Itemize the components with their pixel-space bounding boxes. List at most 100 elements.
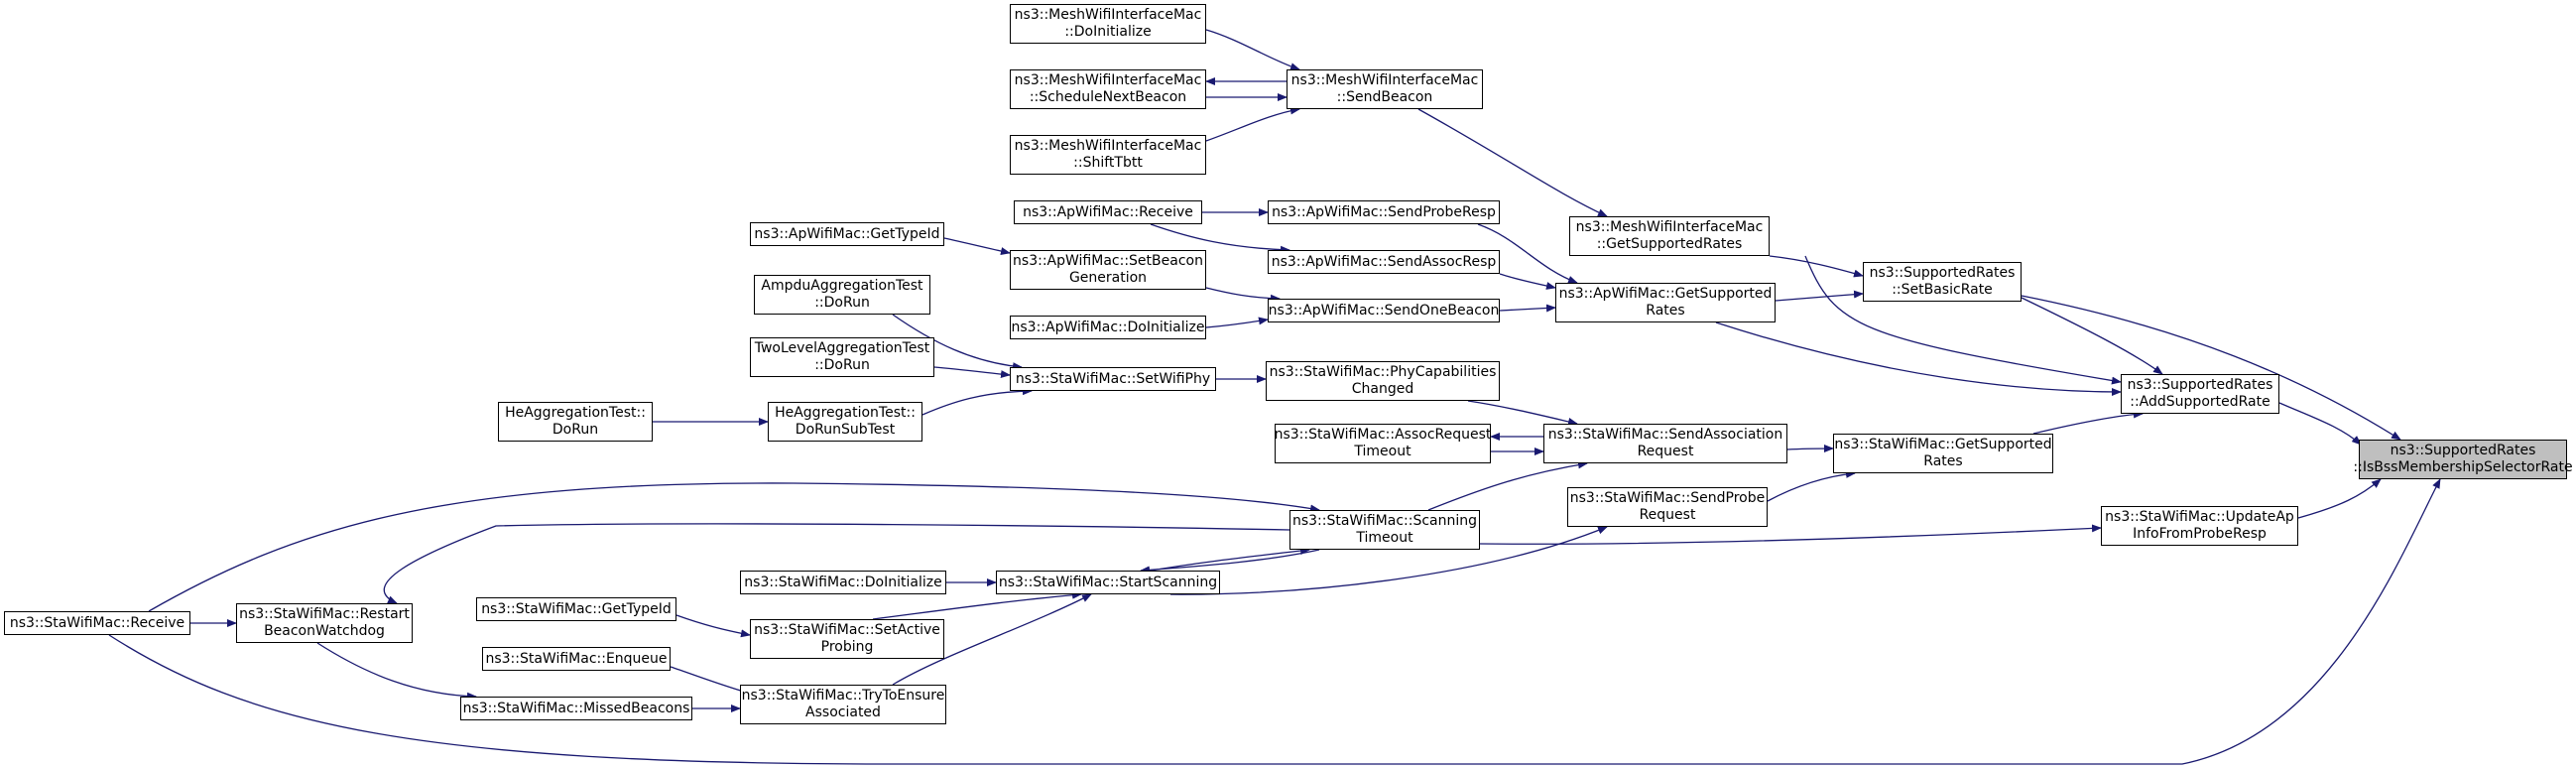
node-label-line1: ns3::StaWifiMac::Scanning: [1291, 513, 1478, 529]
node-label: ns3::StaWifiMac::GetTypeId: [481, 600, 672, 617]
node-label-line2: ::DoInitialize: [1064, 24, 1152, 40]
node-label-line2: ::SendBeacon: [1336, 89, 1433, 105]
node-label-line2: ::IsBssMembershipSelectorRate: [2353, 459, 2573, 475]
node-label: ns3::StaWifiMac::StartScanning: [998, 574, 1218, 590]
node-label: ns3::StaWifiMac::DoInitialize: [744, 574, 942, 590]
node-stawifimac-assocrequesttimeout[interactable]: ns3::StaWifiMac::AssocRequest Timeout: [1275, 424, 1491, 463]
node-label-line1: ns3::StaWifiMac::PhyCapabilities: [1269, 364, 1497, 380]
node-apwifimac-receive[interactable]: ns3::ApWifiMac::Receive: [1014, 200, 1202, 224]
node-stawifimac-setwifiphy[interactable]: ns3::StaWifiMac::SetWifiPhy: [1010, 367, 1216, 391]
node-label-line2: Timeout: [1354, 444, 1411, 459]
edge-scanto-to-restart: [383, 523, 1290, 604]
edge-shifttbtt-to-sendbeacon: [1205, 106, 1300, 142]
node-label: ns3::ApWifiMac::Receive: [1023, 203, 1193, 220]
node-label-line1: ns3::SupportedRates: [2390, 443, 2536, 458]
node-label-line2: Rates: [1923, 453, 1963, 469]
node-apwifimac-doinitialize[interactable]: ns3::ApWifiMac::DoInitialize: [1010, 316, 1206, 339]
node-stawifimac-updateapinfofromproberesp[interactable]: ns3::StaWifiMac::UpdateAp InfoFromProbeR…: [2101, 506, 2298, 546]
edge-scanto-to-stasendassoc: [1427, 460, 1588, 511]
node-label-line2: Timeout: [1356, 530, 1413, 546]
node-stawifimac-enqueue[interactable]: ns3::StaWifiMac::Enqueue: [482, 647, 671, 671]
node-label: ns3::ApWifiMac::DoInitialize: [1011, 319, 1205, 335]
node-label-line1: HeAggregationTest::: [505, 405, 646, 421]
node-apwifimac-getsupportedrates[interactable]: ns3::ApWifiMac::GetSupported Rates: [1555, 283, 1776, 322]
node-stawifimac-receive[interactable]: ns3::StaWifiMac::Receive: [4, 611, 190, 635]
node-ampduaggregationtest-dorun[interactable]: AmpduAggregationTest ::DoRun: [754, 275, 930, 315]
node-stawifimac-trytoensureassociated[interactable]: ns3::StaWifiMac::TryToEnsure Associated: [740, 685, 946, 724]
edge-updateap-to-isbss: [2297, 478, 2382, 519]
edge-scanto-to-updateap: [1479, 524, 2102, 545]
node-heaggregationtest-dorun[interactable]: HeAggregationTest:: DoRun: [498, 402, 653, 442]
node-stawifimac-sendassociationrequest[interactable]: ns3::StaWifiMac::SendAssociation Request: [1543, 424, 1787, 463]
node-stawifimac-sendproberequest[interactable]: ns3::StaWifiMac::SendProbe Request: [1567, 487, 1768, 527]
node-apwifimac-sendonebeacon[interactable]: ns3::ApWifiMac::SendOneBeacon: [1268, 299, 1500, 322]
node-label-line2: DoRunSubTest: [795, 422, 896, 438]
node-stawifimac-getsupportedrates[interactable]: ns3::StaWifiMac::GetSupported Rates: [1833, 434, 2053, 473]
edge-phycap-to-stasendassoc: [1467, 400, 1578, 426]
node-meshwifiinterfacemac-doinitialize[interactable]: ns3::MeshWifiInterfaceMac ::DoInitialize: [1010, 4, 1206, 44]
edge-meshdoinit-to-sendbeacon: [1205, 29, 1300, 70]
node-meshwifiinterfacemac-getsupportedrates[interactable]: ns3::MeshWifiInterfaceMac ::GetSupported…: [1569, 216, 1770, 256]
node-label-line2: Associated: [805, 705, 881, 720]
node-label-line2: ::SetBasicRate: [1892, 282, 1993, 298]
edge-apsetbeacon-to-apsendone: [1205, 287, 1281, 303]
node-label-line2: Probing: [820, 639, 874, 655]
node-label-line1: ns3::SupportedRates: [1869, 265, 2016, 281]
node-apwifimac-setbeacongeneration[interactable]: ns3::ApWifiMac::SetBeacon Generation: [1010, 250, 1206, 290]
node-apwifimac-sendproberesp[interactable]: ns3::ApWifiMac::SendProbeResp: [1268, 200, 1500, 224]
node-label-line2: ::DoRun: [814, 357, 870, 373]
node-meshwifiinterfacemac-sendbeacon[interactable]: ns3::MeshWifiInterfaceMac ::SendBeacon: [1287, 69, 1483, 109]
node-label-line2: ::DoRun: [814, 295, 870, 311]
edge-ampdu-to-setwifiphy: [892, 314, 1023, 371]
node-label-line1: ns3::StaWifiMac::Restart: [239, 606, 410, 622]
edge-setactive-to-startscan: [872, 590, 1082, 620]
node-supportedrates-addsupportedrate[interactable]: ns3::SupportedRates ::AddSupportedRate: [2121, 374, 2279, 414]
node-label: ns3::StaWifiMac::MissedBeacons: [462, 700, 690, 716]
node-label-line2: Request: [1637, 444, 1694, 459]
edge-apgetsup-to-setbasicrate: [1775, 290, 1864, 302]
node-label-line2: ::ShiftTbtt: [1073, 155, 1143, 171]
node-label: ns3::StaWifiMac::Receive: [9, 614, 185, 631]
edge-hedorunsub-to-setwifiphy: [921, 387, 1033, 416]
node-label: ns3::ApWifiMac::SendAssocResp: [1271, 253, 1497, 270]
node-label-line2: DoRun: [552, 422, 599, 438]
node-stawifimac-restartbeaconwatchdog[interactable]: ns3::StaWifiMac::Restart BeaconWatchdog: [236, 603, 413, 643]
edge-stasendprobe-to-stagetsup: [1767, 469, 1856, 502]
node-apwifimac-gettypeid[interactable]: ns3::ApWifiMac::GetTypeId: [750, 222, 944, 246]
node-stawifimac-missedbeacons[interactable]: ns3::StaWifiMac::MissedBeacons: [460, 697, 692, 720]
node-meshwifiinterfacemac-schedulenextbeacon[interactable]: ns3::MeshWifiInterfaceMac ::ScheduleNext…: [1010, 69, 1206, 109]
node-stawifimac-setactiveprobing[interactable]: ns3::StaWifiMac::SetActive Probing: [750, 619, 944, 659]
node-label-line1: ns3::ApWifiMac::SetBeacon: [1013, 253, 1203, 269]
node-label: ns3::StaWifiMac::Enqueue: [485, 650, 668, 667]
node-supportedrates-setbasicrate[interactable]: ns3::SupportedRates ::SetBasicRate: [1863, 262, 2022, 302]
node-stawifimac-scanningtimeout[interactable]: ns3::StaWifiMac::Scanning Timeout: [1289, 510, 1480, 550]
edge-stareceive-to-isbss: [108, 478, 2441, 765]
node-apwifimac-sendassocresp[interactable]: ns3::ApWifiMac::SendAssocResp: [1268, 250, 1500, 274]
edge-apsendassoc-to-apgetsup: [1499, 273, 1556, 290]
node-label-line1: ns3::StaWifiMac::UpdateAp: [2105, 509, 2294, 525]
node-label-line1: ns3::StaWifiMac::AssocRequest: [1274, 427, 1492, 443]
edge-setbasicrate-to-addsupportedrate: [2021, 297, 2163, 375]
node-label-line1: ns3::MeshWifiInterfaceMac: [1290, 72, 1479, 88]
node-supportedrates-isbssmembershipselectorrate: ns3::SupportedRates ::IsBssMembershipSel…: [2353, 440, 2573, 479]
node-stawifimac-phycapabilitieschanged[interactable]: ns3::StaWifiMac::PhyCapabilities Changed: [1266, 361, 1500, 401]
node-twolevelaggregationtest-dorun[interactable]: TwoLevelAggregationTest ::DoRun: [750, 337, 934, 377]
node-label-line2: InfoFromProbeResp: [2133, 526, 2267, 542]
edge-apgettypeid-to-apsetbeacon: [943, 237, 1011, 255]
node-stawifimac-gettypeid[interactable]: ns3::StaWifiMac::GetTypeId: [476, 597, 676, 621]
node-label-line2: ::GetSupportedRates: [1596, 236, 1743, 252]
node-label-line1: HeAggregationTest::: [775, 405, 916, 421]
node-stawifimac-doinitialize[interactable]: ns3::StaWifiMac::DoInitialize: [740, 571, 946, 594]
node-meshwifiinterfacemac-shifttbtt[interactable]: ns3::MeshWifiInterfaceMac ::ShiftTbtt: [1010, 135, 1206, 175]
node-label-line1: ns3::StaWifiMac::TryToEnsure: [741, 688, 945, 704]
edge-apgetsup-to-addsupportedrate: [1715, 321, 2122, 396]
node-label-line1: ns3::MeshWifiInterfaceMac: [1014, 72, 1202, 88]
node-label: ns3::ApWifiMac::SendOneBeacon: [1268, 302, 1500, 319]
node-heaggregationtest-dorunsubtest[interactable]: HeAggregationTest:: DoRunSubTest: [768, 402, 922, 442]
node-label: ns3::ApWifiMac::SendProbeResp: [1272, 203, 1496, 220]
node-label-line1: ns3::StaWifiMac::GetSupported: [1834, 437, 2052, 452]
edge-startscan-to-stasendprobe: [1169, 526, 1608, 595]
node-label-line1: ns3::MeshWifiInterfaceMac: [1014, 138, 1202, 154]
node-stawifimac-startscanning[interactable]: ns3::StaWifiMac::StartScanning: [996, 571, 1220, 594]
node-label-line1: AmpduAggregationTest: [761, 278, 923, 294]
